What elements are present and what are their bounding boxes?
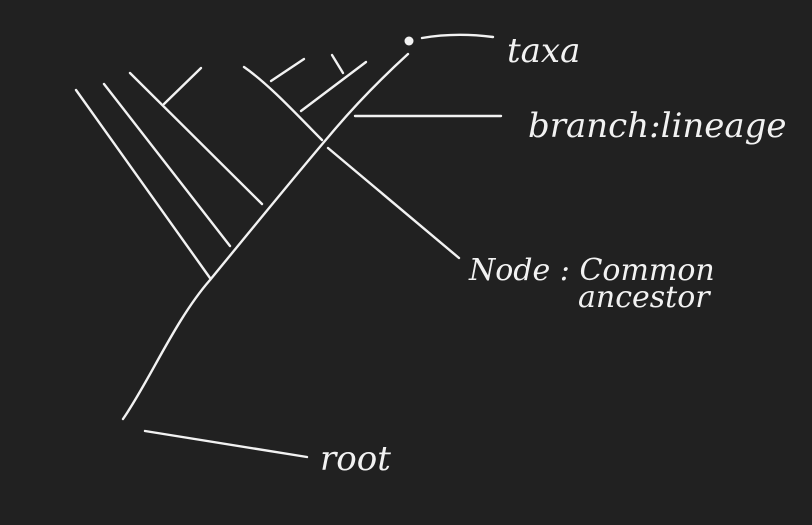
branch-4-sub-a: [269, 57, 306, 83]
branch-4-sub-b: [299, 60, 368, 113]
branch-3: [128, 71, 264, 206]
tree-trunk: [121, 52, 410, 421]
branch-4-sub-c: [330, 53, 345, 75]
common-ancestor-label: ancestor: [578, 280, 711, 315]
taxon-dot: [404, 36, 414, 46]
taxa-label: taxa: [507, 31, 580, 71]
root-pointer-line: [143, 429, 309, 459]
root-label: root: [320, 439, 391, 479]
branch-4: [242, 65, 324, 142]
taxa-pointer-line: [420, 33, 495, 40]
node-label: Node : Common: [468, 253, 715, 288]
branch-2: [102, 82, 232, 248]
branch-1: [74, 88, 212, 280]
branch-3-sub: [162, 66, 203, 106]
branch-label: branch:lineage: [528, 106, 787, 146]
node-pointer-line: [326, 146, 461, 260]
